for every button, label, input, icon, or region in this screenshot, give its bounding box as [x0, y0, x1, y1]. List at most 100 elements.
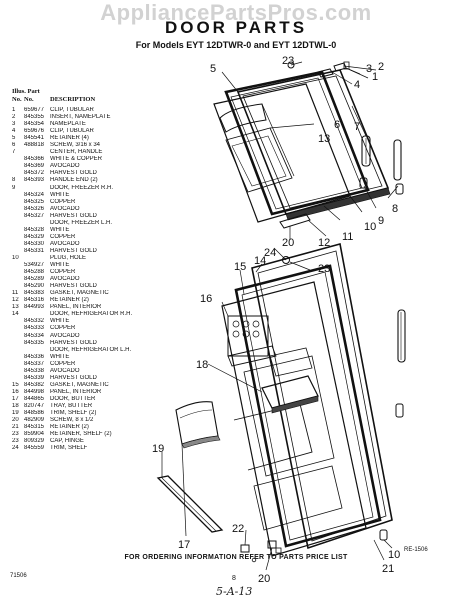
part-description: COPPER — [50, 325, 76, 332]
illus-number: 5 — [12, 135, 16, 142]
part-number: 845326 — [24, 205, 45, 212]
freezer-door-outer — [236, 69, 391, 221]
illus-number: 9 — [12, 184, 16, 191]
part-number: 845332 — [24, 318, 45, 325]
watermark-text: AppliancePartsPros.com — [100, 0, 372, 25]
callout-6: 6 — [334, 119, 340, 131]
illus-number: 2 — [12, 114, 16, 121]
part-description: TRAY, BUTTER — [50, 402, 93, 409]
part-number: 845355 — [24, 114, 45, 121]
callout-10-lower: 10 — [388, 549, 400, 561]
part-number: 845366 — [24, 156, 45, 163]
part-number: 845329 — [24, 233, 45, 240]
part-number: 845324 — [24, 191, 45, 198]
drawing-ref-code: RE-1506 — [404, 547, 428, 553]
left-code: 71506 — [10, 573, 27, 579]
parts-list-row: 845366 WHITE & COPPER — [12, 156, 132, 163]
illus-number: 8 — [12, 177, 16, 184]
parts-list-row: 15 845382 GASKET, MAGNETIC — [12, 382, 132, 389]
part-number: 845288 — [24, 269, 45, 276]
callout-5: 5 — [210, 63, 216, 75]
lower-small-parts — [240, 256, 290, 563]
part-number: 845289 — [24, 276, 45, 283]
refrigerator-inner-panel — [221, 281, 367, 557]
part-description: RETAINER (4) — [50, 135, 89, 142]
parts-list-row: DOOR, FREEZER L.H. — [12, 220, 132, 227]
illus-number: 23 — [12, 438, 19, 445]
part-number: 845382 — [24, 381, 45, 388]
door-shelf-trim-lower — [156, 475, 224, 533]
illus-number: 4 — [12, 128, 16, 135]
callout-2: 2 — [378, 61, 384, 73]
part-number: 845336 — [24, 353, 45, 360]
page-number: 8 — [232, 575, 236, 582]
part-description: WHITE — [50, 191, 70, 198]
part-number: 845316 — [24, 297, 45, 304]
part-description: TRIM, SHELF (2) — [50, 410, 97, 417]
callout-8: 8 — [392, 203, 398, 215]
callout-23: 23 — [282, 55, 294, 67]
refrigerator-handle — [379, 309, 406, 541]
part-description: DOOR, FREEZER L.H. — [50, 219, 113, 226]
part-number: 845559 — [24, 445, 45, 452]
part-number: 845541 — [24, 135, 45, 142]
part-description: CLIP, TUBULAR — [50, 107, 94, 113]
part-description: WHITE — [50, 226, 70, 233]
illus-number: 18 — [12, 402, 19, 409]
illus-number: 16 — [12, 388, 19, 395]
part-description: CENTER, HANDLE — [50, 149, 103, 156]
part-number: 659676 — [24, 128, 45, 135]
part-number: 809329 — [24, 438, 45, 445]
callout-1: 1 — [372, 71, 378, 83]
illus-number: 15 — [12, 381, 19, 388]
parts-list-row: 5 845541 RETAINER (4) — [12, 135, 132, 142]
part-number: 845369 — [24, 163, 45, 170]
illus-number: 10 — [12, 254, 19, 261]
callout-19: 19 — [152, 443, 164, 455]
callout-20-upper: 20 — [282, 237, 294, 249]
part-description: GASKET, MAGNETIC — [50, 381, 109, 388]
parts-list-row: 845326 AVOCADO — [12, 206, 132, 213]
part-description: DOOR, REFRIGERATOR L.H. — [50, 346, 132, 353]
callout-17: 17 — [178, 539, 190, 551]
part-description: COPPER — [50, 269, 76, 276]
part-description: INSERT, NAMEPLATE — [50, 114, 111, 121]
ordering-note: FOR ORDERING INFORMATION REFER TO PARTS … — [124, 554, 348, 561]
part-number: 482909 — [24, 417, 45, 424]
illus-number: 23 — [12, 431, 19, 438]
part-number: 488818 — [24, 142, 45, 149]
part-description: AVOCADO — [50, 205, 80, 212]
part-number: 534927 — [24, 262, 45, 269]
part-description: PANEL, INTERIOR — [50, 388, 102, 395]
part-number: 845290 — [24, 283, 45, 290]
part-number: 845335 — [24, 339, 45, 346]
callout-18: 18 — [196, 359, 208, 371]
part-number: 820747 — [24, 402, 45, 409]
part-description: GASKET, MAGNETIC — [50, 290, 109, 297]
part-description: HARVEST GOLD — [50, 374, 97, 381]
illus-number: 17 — [12, 395, 19, 402]
illus-number: 13 — [12, 304, 19, 311]
page-subtitle: For Models EYT 12DTWR-0 and EYT 12DTWL-0 — [135, 40, 337, 50]
part-number: 845333 — [24, 325, 45, 332]
part-description: WHITE — [50, 262, 70, 269]
part-description: WHITE & COPPER — [50, 156, 103, 163]
